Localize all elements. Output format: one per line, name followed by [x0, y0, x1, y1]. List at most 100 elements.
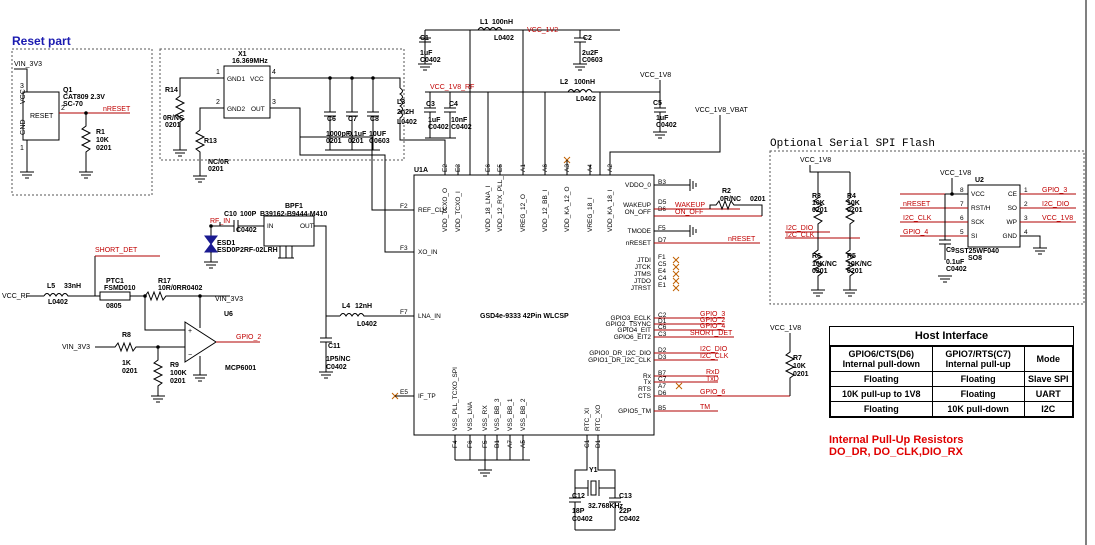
x1-pin3-num: 3 [272, 99, 276, 106]
c13-ref: C13 [619, 493, 632, 500]
u1a-right-pin-label: CTS [638, 393, 652, 400]
c3-symbol [424, 92, 436, 138]
u1a-ref: U1A [414, 167, 428, 174]
r9-val: 100K [170, 370, 187, 377]
c12-pkg: C0402 [572, 516, 593, 523]
u1a-right-pin-num: C2 [658, 312, 667, 319]
c6-ref: C6 [327, 116, 336, 123]
net-label-vcc-1v8-u2: VCC_1V8 [940, 170, 971, 177]
u1a-right-pin-label: GPIO1_DR_I2C_CLK [588, 357, 652, 364]
c11-ref: C11 [328, 343, 341, 350]
u1a-right-pin-num: F5 [658, 225, 666, 232]
l5-ref: L5 [47, 283, 55, 290]
r9-pkg: 0201 [170, 378, 186, 385]
u2-pin-label: GND [1003, 233, 1018, 240]
c5-val: 1uF [656, 115, 669, 122]
r14-pkg: 0201 [165, 122, 181, 129]
net-label-vin-3v3-reset: VIN_3V3 [14, 61, 42, 68]
u2-pin-num: 5 [960, 229, 964, 236]
ground-tmode [689, 225, 697, 237]
u2-pin-label: RST/H [971, 205, 991, 212]
u1a-bottom-pin-label: VSS_PLL_TCXO_SPI [452, 367, 459, 431]
wire-rtc-xo [597, 450, 616, 492]
u1a-bottom-pin-num: A5 [520, 440, 527, 448]
u2-net-label: GPIO_3 [1042, 187, 1067, 194]
u1a-top-pin-label: VDD_18_LNA_I [485, 186, 492, 232]
l4-ref: L4 [342, 303, 350, 310]
c13-symbol [609, 492, 621, 530]
u2-pin-label: VCC [971, 191, 985, 198]
ground-c1 [418, 63, 432, 71]
r-1k-val: 1K [122, 360, 131, 367]
wire-x1-out-refclk [270, 107, 414, 211]
u6-minus-sign: − [188, 352, 192, 359]
c9-ref: C9 [946, 247, 955, 254]
u1a-top-pin-label: VDD_TCXO_O [442, 188, 449, 232]
u1a-left-pin-label: LNA_IN [418, 313, 441, 320]
c4-val: 10nF [451, 117, 468, 124]
host-interface-cell: Floating [830, 401, 933, 417]
c7-symbol [346, 78, 358, 150]
c10-pkg: C0402 [236, 227, 257, 234]
u1a-right-pin-label: GPIO0_DR_I2C_DIO [589, 350, 651, 357]
c7-ref: C7 [348, 116, 357, 123]
u1a-bottom-pin-num: F5 [482, 440, 489, 448]
r3-pkg: 0201 [812, 207, 828, 214]
u1a-bottom-pin-num: D1 [595, 439, 602, 448]
r2-ref: R2 [722, 188, 731, 195]
q1-body [22, 91, 60, 141]
bpf1-ref: BPF1 [285, 203, 303, 210]
l3-val: 2n2H [397, 109, 414, 116]
r8-ref: R8 [122, 332, 131, 339]
u1a-right-pin-label: GPIO2_TSYNC [605, 321, 651, 328]
bpf1-pin-in: IN [267, 223, 274, 230]
net-label-txd-u1: TxD [706, 376, 719, 383]
net-label-rf-in: RF_IN [210, 218, 230, 225]
ground-c11 [319, 371, 333, 379]
wire-bpf1-out [314, 225, 327, 316]
u1a-bottom-pins: F4VSS_PLL_TCXO_SPIF6VSS_LNAF5VSS_RXB1VSS… [452, 367, 602, 460]
r6-ref: R6 [812, 253, 821, 260]
r1-pkg: 0201 [96, 145, 112, 152]
net-label-vin-3v3-rf: VIN_3V3 [215, 296, 243, 303]
u1a-right-pins: B3VDDO_0D5WAKEUPB6ON_OFFF5TMODED7nRESETF… [588, 179, 667, 415]
c5-symbol [654, 92, 666, 132]
u1a-right-pin-label: GPIO4_EIT [617, 327, 651, 334]
net-label-vin-3v3-r8: VIN_3V3 [62, 344, 90, 351]
r9-ref: R9 [170, 362, 179, 369]
r5-pkg: 0201 [847, 268, 863, 275]
u1a-bottom-pin-label: VSS_BB_3 [494, 398, 501, 431]
c4-pkg: C0402 [451, 124, 472, 131]
l5-val: 33nH [64, 283, 81, 290]
u1a-right-pin-num: D6 [658, 390, 667, 397]
c13-val: 22P [619, 508, 632, 515]
u1a-right-pin-num: D1 [658, 318, 667, 325]
l2-symbol [560, 80, 661, 93]
c2-pkg: C0603 [582, 57, 603, 64]
ground-c2 [573, 63, 587, 71]
u2-pin-num: 6 [960, 215, 964, 222]
u1a-bottom-pin-num: A7 [507, 440, 514, 448]
u1a-right-pin-num: A7 [658, 383, 666, 390]
q1-pin3: 3 [20, 83, 24, 90]
u1a-right-pin-num: C5 [658, 261, 667, 268]
rts-cts-nc-marks [675, 382, 683, 390]
u6-ref: U6 [224, 311, 233, 318]
c3-pkg: C0402 [428, 124, 449, 131]
r5-ref: R5 [847, 253, 856, 260]
u1a-right-pin-label: GPIO3_ECLK [611, 315, 652, 322]
l3-ref: L3 [397, 99, 405, 106]
u1a-right-pin-num: C6 [658, 324, 667, 331]
spi-flash-box [769, 150, 1085, 305]
ground-r5 [843, 289, 857, 297]
l1-val: 100nH [492, 19, 513, 26]
ptc1-val: FSMD010 [104, 285, 136, 292]
r14-symbol [174, 90, 186, 150]
u1a-left-pin-num: F3 [400, 245, 408, 252]
r4-ref: R4 [847, 193, 856, 200]
r3-val: 10K [812, 200, 825, 207]
ground-u6 [193, 374, 207, 382]
net-label-vcc-1v8-spi: VCC_1V8 [800, 157, 831, 164]
wire-xo-in [299, 137, 414, 253]
